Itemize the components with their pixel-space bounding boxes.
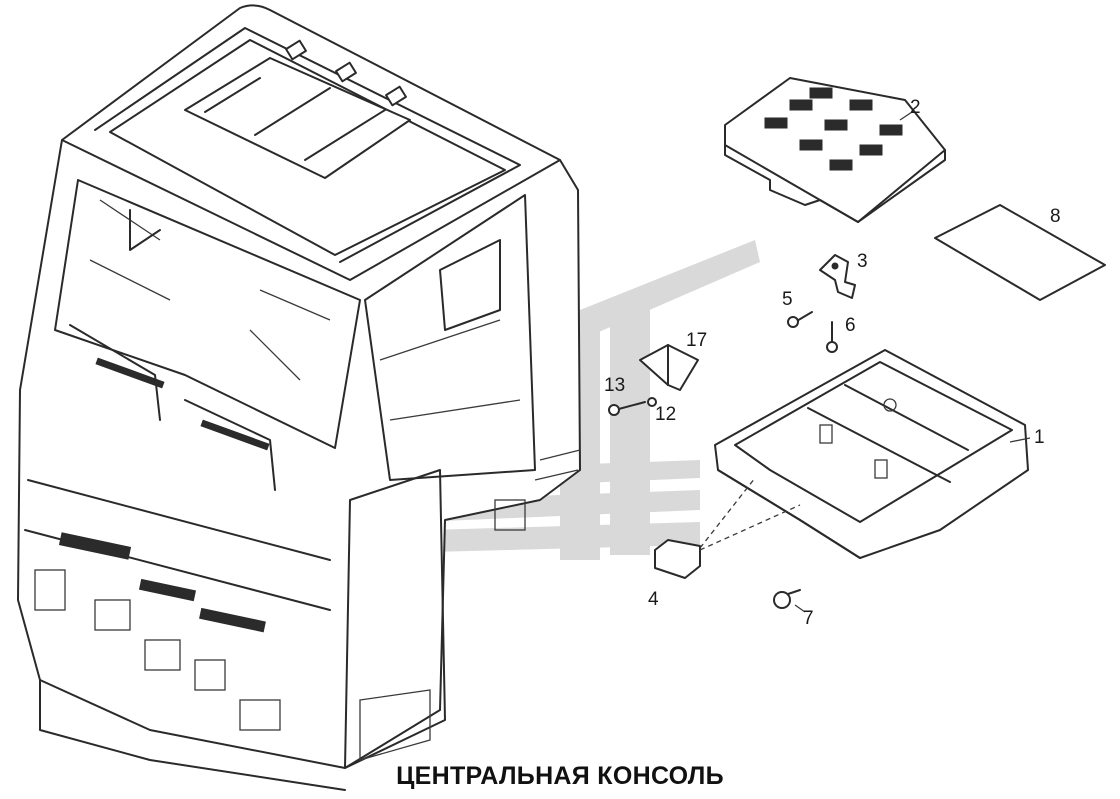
callout-17: 17 (686, 330, 708, 351)
roof-hatch (184, 57, 411, 179)
callout-6: 6 (845, 315, 856, 336)
part-5-screw (787, 311, 813, 328)
callout-4: 4 (648, 589, 659, 610)
callout-5: 5 (782, 289, 793, 310)
part-1-console-tray (714, 349, 1029, 559)
part-17-plate (639, 344, 699, 391)
truck-cab-drawing (17, 4, 581, 791)
callout-13: 13 (604, 375, 626, 396)
callout-1: 1 (1034, 427, 1045, 448)
callout-2: 2 (910, 97, 921, 118)
part-4-plug (654, 477, 801, 579)
part-7-clip (773, 589, 801, 609)
part-2-switch-panel (724, 77, 946, 223)
part-8-sheet (934, 204, 1106, 301)
callout-8: 8 (1050, 206, 1061, 227)
callout-7: 7 (803, 608, 814, 629)
part-6-bolt (826, 321, 838, 353)
part-12-washer (647, 397, 657, 407)
windshield (54, 179, 361, 449)
callout-3: 3 (857, 251, 868, 272)
part-13-bolt (608, 401, 646, 416)
callout-12: 12 (655, 404, 677, 425)
diagram-caption: ЦЕНТРАЛЬНАЯ КОНСОЛЬ (396, 762, 724, 790)
callout-leaders (794, 111, 1031, 613)
door-window (364, 194, 536, 481)
part-3-bracket (819, 254, 856, 299)
